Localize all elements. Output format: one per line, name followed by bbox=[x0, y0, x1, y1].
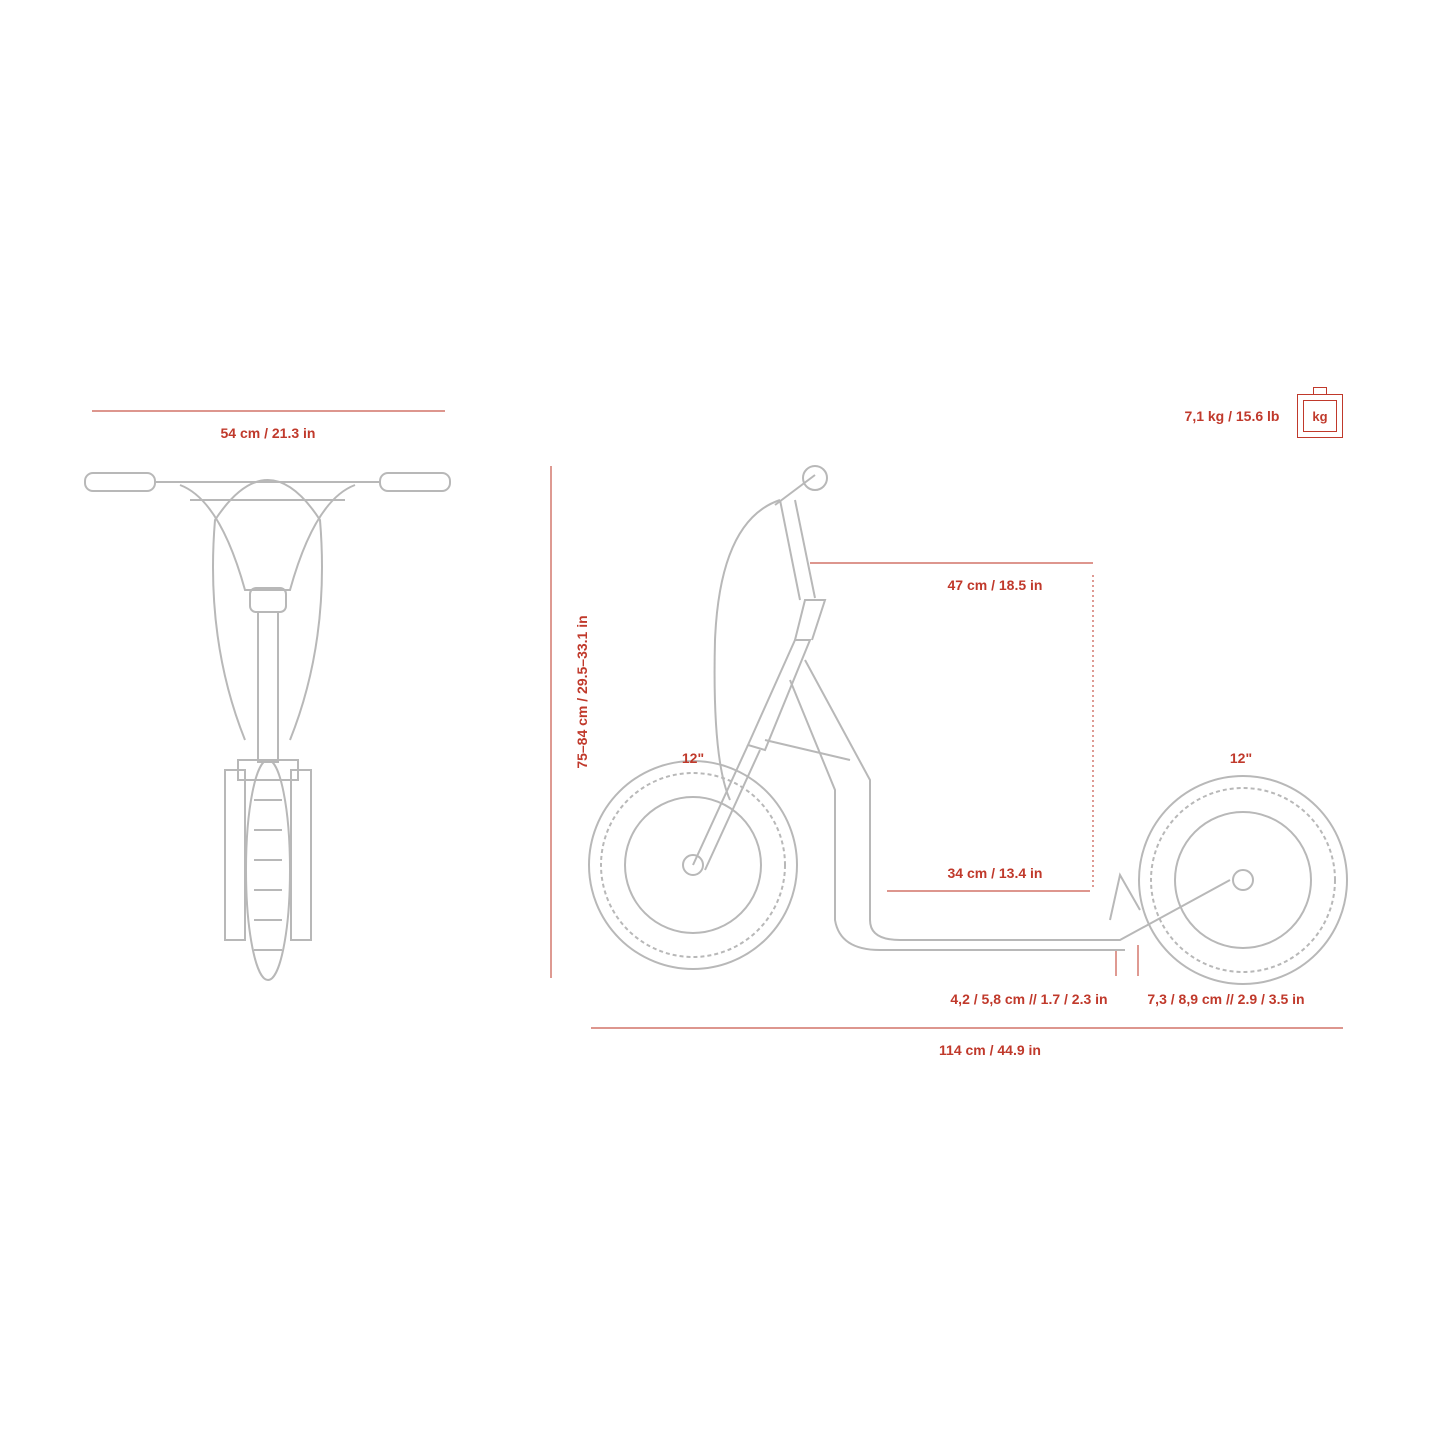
front-wheel-size-label: 12" bbox=[681, 750, 705, 766]
front-view bbox=[84, 472, 451, 981]
rear-wheel-size-label: 12" bbox=[1229, 750, 1253, 766]
height-label: 75–84 cm / 29.5–33.1 in bbox=[574, 615, 590, 769]
reach-label: 47 cm / 18.5 in bbox=[947, 577, 1043, 593]
front-wheel bbox=[588, 760, 798, 970]
handlebar-width-label: 54 cm / 21.3 in bbox=[220, 425, 316, 441]
total-length-label: 114 cm / 44.9 in bbox=[939, 1042, 1041, 1058]
weight-icon: kg bbox=[1297, 394, 1343, 438]
deck-length-label: 34 cm / 13.4 in bbox=[947, 865, 1043, 881]
weight-icon-handle bbox=[1313, 387, 1327, 394]
weight-label: 7,1 kg / 15.6 lb bbox=[1184, 408, 1280, 424]
deck-clearance-label: 4,2 / 5,8 cm // 1.7 / 2.3 in bbox=[950, 991, 1108, 1007]
side-view bbox=[588, 465, 1348, 985]
rear-clearance-label: 7,3 / 8,9 cm // 2.9 / 3.5 in bbox=[1147, 991, 1305, 1007]
rear-wheel bbox=[1138, 775, 1348, 985]
dimension-lines bbox=[92, 410, 1343, 1029]
weight-icon-label: kg bbox=[1303, 400, 1337, 432]
